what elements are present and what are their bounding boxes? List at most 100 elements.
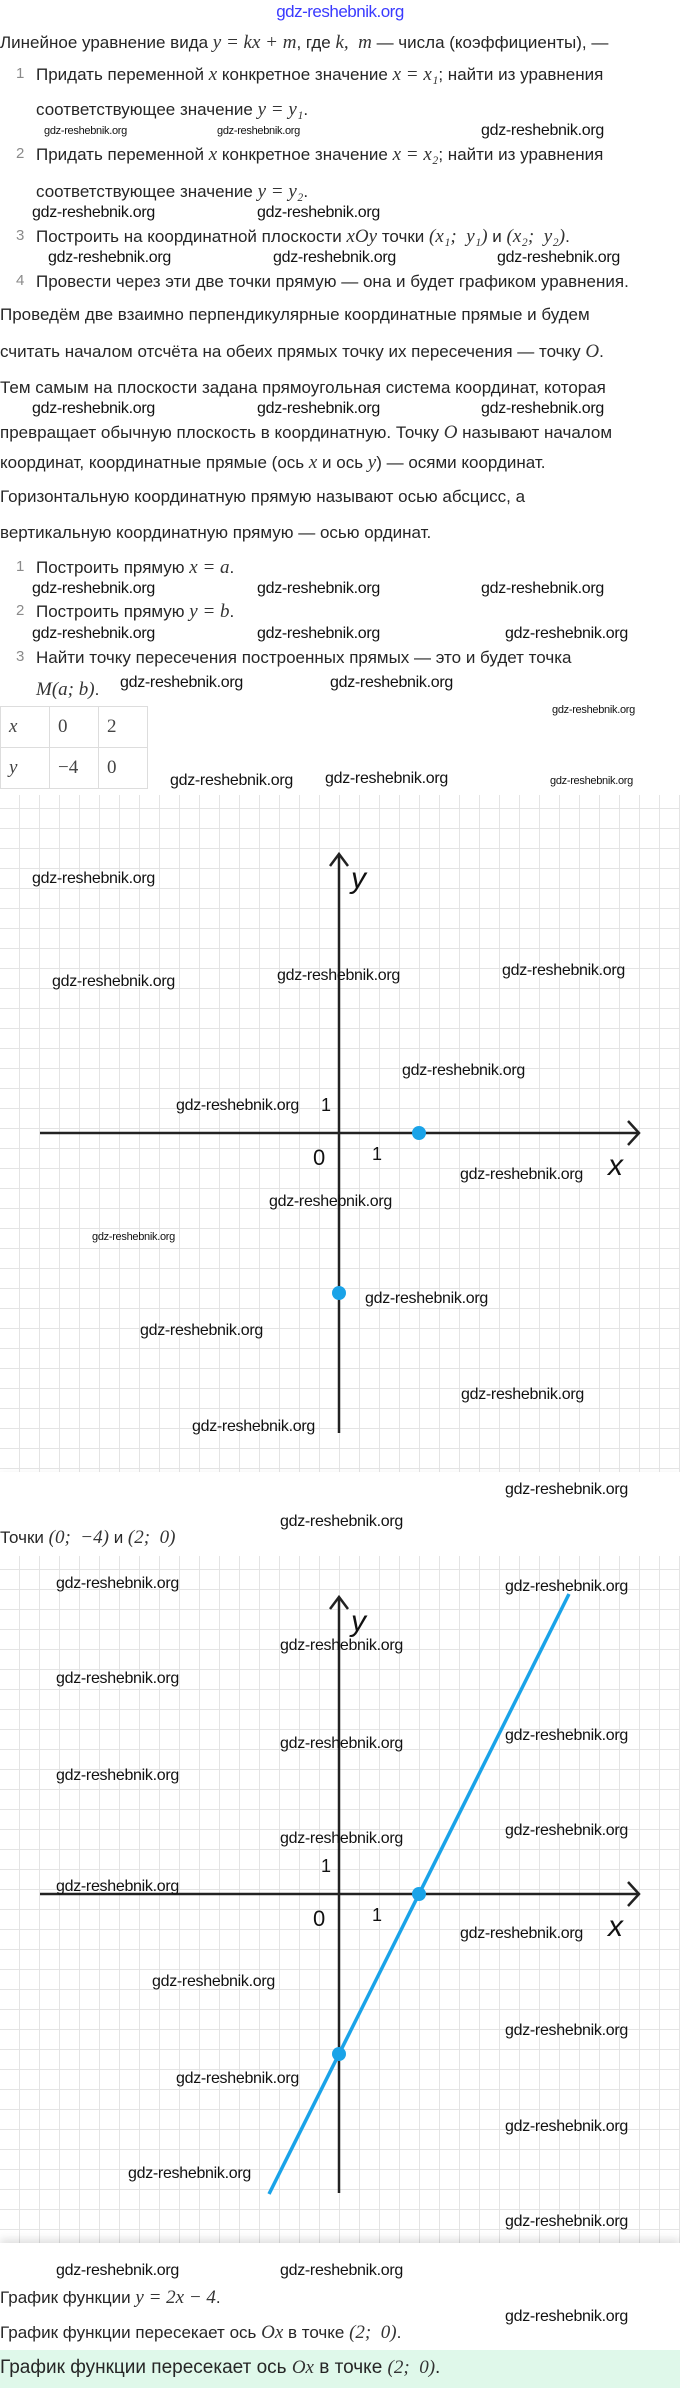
- text-fragment: координат, координатные прямые (ось: [0, 453, 309, 472]
- watermark: gdz-reshebnik.org: [44, 125, 127, 137]
- y-axis-arrow-icon: [329, 1594, 349, 1610]
- text-line: вертикальную координатную прямую — осью …: [0, 522, 431, 544]
- math-expression: y = y₂: [257, 181, 304, 202]
- text-fragment: превращает обычную плоскость в координат…: [0, 423, 444, 442]
- text-fragment: в точке: [283, 2323, 350, 2342]
- watermark: gdz-reshebnik.org: [257, 400, 380, 417]
- table-cell: 0: [98, 747, 148, 789]
- math-expression: Ox: [291, 2357, 314, 2378]
- text-fragment: Тем самым на плоскости задана прямоуголь…: [0, 378, 606, 397]
- text-fragment: Горизонтальную координатную прямую назыв…: [0, 487, 526, 506]
- watermark: gdz-reshebnik.org: [481, 122, 604, 139]
- watermark: gdz-reshebnik.org: [257, 625, 380, 642]
- watermark: gdz-reshebnik.org: [330, 674, 453, 691]
- math-expression: x = x₂: [392, 144, 439, 165]
- math-expression: x: [208, 144, 218, 165]
- text-fragment: .: [599, 342, 604, 361]
- list-number: 3: [16, 227, 25, 244]
- text-fragment: Точки: [0, 1528, 49, 1547]
- text-fragment: Построить прямую: [36, 602, 190, 621]
- data-point: [412, 1126, 426, 1140]
- text-fragment: Построить на координатной плоскости: [36, 227, 347, 246]
- math-expression: x: [208, 64, 218, 85]
- unit-x-label: 1: [372, 1905, 382, 1925]
- watermark: gdz-reshebnik.org: [120, 674, 243, 691]
- text-line: соответствующее значение y = y₁.: [36, 99, 308, 121]
- watermark: gdz-reshebnik.org: [170, 772, 293, 789]
- watermark: gdz-reshebnik.org: [32, 580, 155, 597]
- text-line: считать началом отсчёта на обеих прямых …: [0, 341, 604, 363]
- text-line: Тем самым на плоскости задана прямоуголь…: [0, 377, 606, 399]
- watermark: gdz-reshebnik.org: [48, 249, 171, 266]
- text-line: График функции пересекает ось Ox в точке…: [0, 2357, 440, 2379]
- watermark: gdz-reshebnik.org: [552, 704, 635, 716]
- x-axis-arrow-icon: [627, 1120, 641, 1146]
- data-point: [332, 1286, 346, 1300]
- text-fragment: , где: [296, 33, 336, 52]
- list-number: 2: [16, 145, 25, 162]
- math-expression: y = kx + m: [212, 32, 297, 53]
- table-cell: x: [0, 706, 50, 748]
- text-fragment: — числа (коэффициенты), —: [371, 33, 609, 52]
- site-title-link[interactable]: gdz-reshebnik.org: [276, 2, 404, 21]
- text-fragment: .: [215, 2288, 221, 2307]
- list-number: 1: [16, 65, 25, 82]
- math-expression: (x₁; y₁): [429, 226, 488, 247]
- text-line: Проведём две взаимно перпендикулярные ко…: [0, 304, 590, 326]
- table-cell: 0: [49, 706, 99, 748]
- math-expression: x = x₁: [392, 64, 439, 85]
- text-fragment: в точке: [313, 2357, 388, 2378]
- values-table: x 0 2 y −4 0: [0, 706, 148, 789]
- data-point: [412, 1887, 426, 1901]
- text-fragment: и ось: [317, 453, 368, 472]
- table-cell: 2: [98, 706, 148, 748]
- watermark: gdz-reshebnik.org: [32, 204, 155, 221]
- text-line: Горизонтальную координатную прямую назыв…: [0, 486, 525, 508]
- text-fragment: .: [303, 182, 309, 201]
- table-cell: −4: [49, 747, 99, 789]
- math-expression: (x₂; y₂): [506, 226, 566, 247]
- text-fragment: График функции пересекает ось: [0, 2357, 292, 2378]
- list-number: 3: [16, 648, 25, 665]
- origin-label: 0: [313, 1906, 325, 1931]
- answer-highlight: [0, 2350, 680, 2388]
- y-axis-label: y: [349, 862, 368, 895]
- text-fragment: Придать переменной: [36, 145, 209, 164]
- text-fragment: конкретное значение: [217, 145, 393, 164]
- watermark: gdz-reshebnik.org: [481, 580, 604, 597]
- watermark: gdz-reshebnik.org: [497, 249, 620, 266]
- text-fragment: Построить прямую: [36, 558, 190, 577]
- text-line: Точки (0; −4) и (2; 0): [0, 1527, 175, 1549]
- text-line: Построить прямую x = a.: [36, 557, 234, 579]
- math-expression: x: [308, 452, 318, 473]
- list-number: 1: [16, 558, 25, 575]
- text-fragment: ; найти из уравнения: [438, 65, 604, 84]
- math-expression: y: [367, 452, 377, 473]
- math-expression: xOy: [346, 226, 378, 247]
- table-cell: y: [0, 747, 50, 789]
- watermark: gdz-reshebnik.org: [217, 125, 300, 137]
- unit-y-label: 1: [321, 1856, 331, 1876]
- text-fragment: График функции пересекает ось: [0, 2323, 262, 2342]
- text-line: Построить прямую y = b.: [36, 601, 234, 623]
- list-number: 4: [16, 272, 25, 289]
- math-expression: Ox: [261, 2322, 284, 2343]
- watermark: gdz-reshebnik.org: [505, 625, 628, 642]
- x-axis-label: x: [606, 1910, 624, 1943]
- watermark: gdz-reshebnik.org: [325, 770, 448, 787]
- text-fragment: вертикальную координатную прямую — осью …: [0, 523, 432, 542]
- list-number: 2: [16, 602, 25, 619]
- table-row: y −4 0: [0, 747, 148, 789]
- origin-label: 0: [313, 1145, 325, 1170]
- math-expression: (2; 0): [349, 2322, 397, 2343]
- math-expression: M(a; b): [36, 679, 95, 700]
- text-line: M(a; b).: [36, 679, 99, 701]
- watermark: gdz-reshebnik.org: [481, 400, 604, 417]
- text-fragment: Провести через эти две точки прямую — он…: [36, 272, 629, 291]
- watermark: gdz-reshebnik.org: [32, 400, 155, 417]
- table-row: x 0 2: [0, 706, 148, 748]
- text-fragment: .: [229, 558, 235, 577]
- watermark: gdz-reshebnik.org: [273, 249, 396, 266]
- text-line: соответствующее значение y = y₂.: [36, 181, 308, 203]
